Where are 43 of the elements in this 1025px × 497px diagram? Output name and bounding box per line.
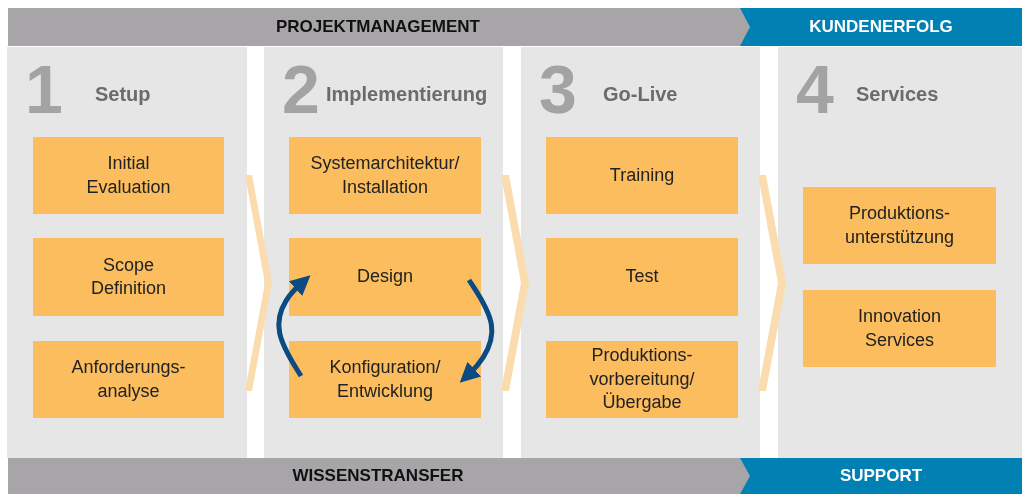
task-box [546, 341, 738, 418]
phase-panel [521, 47, 760, 458]
banner-title: KUNDENERFOLG [809, 17, 953, 37]
cycle-arrow [459, 278, 495, 383]
cycle-arrow [276, 275, 311, 378]
phase-title: Implementierung [326, 83, 488, 106]
task-box [33, 238, 224, 316]
phase-title: Go-Live [603, 83, 678, 106]
task-box [33, 137, 224, 214]
task-label: Konfiguration/ Entwicklung [328, 356, 442, 403]
phase-panel [264, 47, 503, 458]
task-label: Test [625, 265, 659, 289]
phase-number: 2 [282, 55, 320, 123]
phase-title: Setup [95, 83, 151, 106]
task-box [546, 137, 738, 214]
phase-panel [778, 47, 1022, 458]
task-box [33, 341, 224, 418]
task-box [289, 137, 481, 214]
task-label: Produktions- vorbereitung/ Übergabe [588, 344, 696, 415]
task-label: Scope Definition [89, 253, 167, 300]
phase-title: Services [856, 83, 939, 106]
banner-title: WISSENSTRANSFER [292, 466, 464, 486]
task-label: Produktions- unterstützung [843, 202, 956, 249]
chevron-arrow [501, 175, 529, 391]
phase-number: 3 [539, 55, 577, 123]
chevron-arrow [758, 175, 786, 391]
task-box [803, 187, 996, 264]
phase-panel [7, 47, 247, 458]
task-label: Systemarchitektur/ Installation [309, 152, 461, 199]
banner-title: SUPPORT [839, 466, 923, 486]
task-box [289, 238, 481, 316]
chevron-arrow [245, 175, 272, 391]
banner-title: PROJEKTMANAGEMENT [276, 17, 480, 37]
task-box [546, 238, 738, 316]
task-box [289, 341, 481, 418]
task-label: Design [357, 265, 413, 289]
task-box [803, 290, 996, 367]
phase-number: 4 [796, 55, 834, 123]
task-label: Training [609, 163, 675, 187]
task-label: Anforderungs- analyse [70, 356, 187, 403]
phase-number: 1 [25, 55, 63, 123]
task-label: Initial Evaluation [85, 152, 172, 199]
task-label: Innovation Services [856, 305, 943, 352]
